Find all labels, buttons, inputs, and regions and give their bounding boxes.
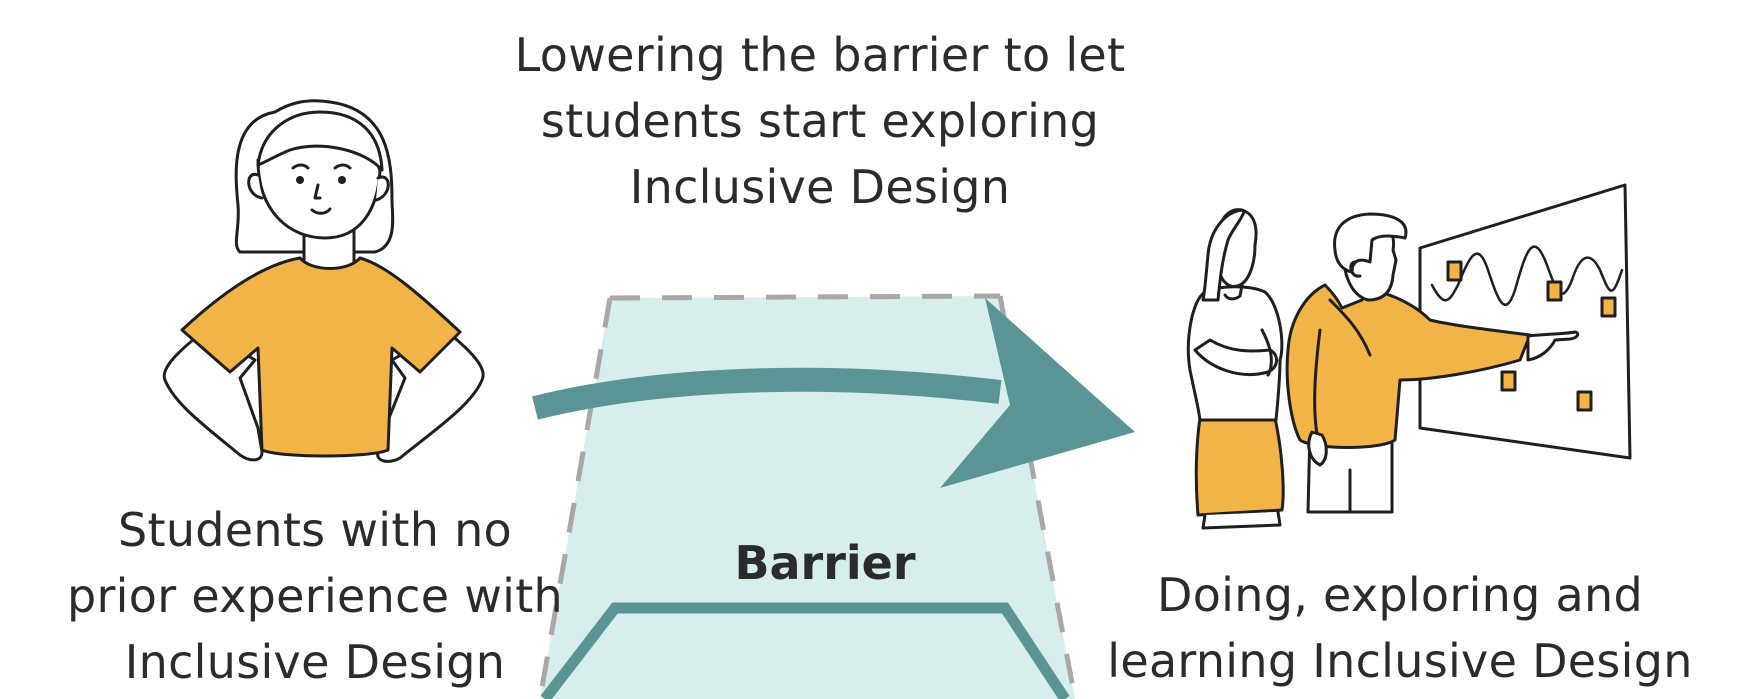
right-caption-line: learning Inclusive Design — [1107, 634, 1693, 688]
barrier-shape — [537, 293, 1078, 699]
left-caption-line: prior experience with — [66, 569, 564, 623]
right-caption: Doing, exploring and learning Inclusive … — [1070, 562, 1730, 694]
left-caption: Students with no prior experience with I… — [20, 497, 610, 695]
left-caption-line: Students with no — [118, 503, 512, 557]
student-figure — [162, 99, 485, 463]
top-caption-line: Lowering the barrier to let — [514, 28, 1126, 82]
top-caption: Lowering the barrier to let students sta… — [430, 22, 1210, 220]
arrow-icon — [532, 298, 1135, 488]
right-caption-line: Doing, exploring and — [1157, 568, 1643, 622]
top-caption-line: Inclusive Design — [629, 160, 1011, 214]
left-caption-line: Inclusive Design — [124, 635, 506, 689]
top-caption-line: students start exploring — [540, 94, 1100, 148]
barrier-label: Barrier — [734, 536, 916, 590]
people-at-whiteboard — [1186, 183, 1632, 530]
